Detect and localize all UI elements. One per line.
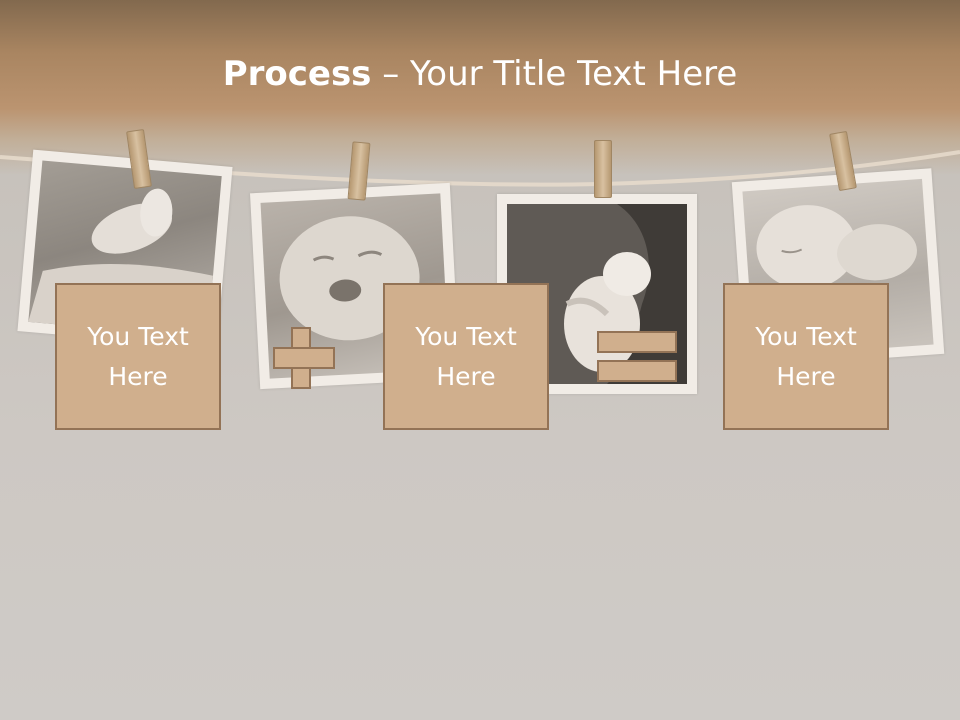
title-bold: Process xyxy=(222,54,372,94)
header-band xyxy=(0,0,960,175)
text-box-1-line2: Here xyxy=(108,361,168,391)
text-box-2[interactable]: You Text Here xyxy=(383,283,549,430)
text-box-1-line1: You Text xyxy=(87,321,189,351)
photo-sleeping-baby xyxy=(731,168,945,368)
title-rest: – Your Title Text Here xyxy=(371,54,738,94)
slide-title[interactable]: Process – Your Title Text Here xyxy=(0,52,960,96)
text-box-2-line1: You Text xyxy=(415,321,517,351)
clothespin-3 xyxy=(594,140,612,198)
text-box-3-line2: Here xyxy=(776,361,836,391)
text-box-1[interactable]: You Text Here xyxy=(55,283,221,430)
text-box-2-line2: Here xyxy=(436,361,496,391)
sleeping-baby-image xyxy=(756,205,917,290)
text-box-3-line1: You Text xyxy=(755,321,857,351)
text-box-3[interactable]: You Text Here xyxy=(723,283,889,430)
